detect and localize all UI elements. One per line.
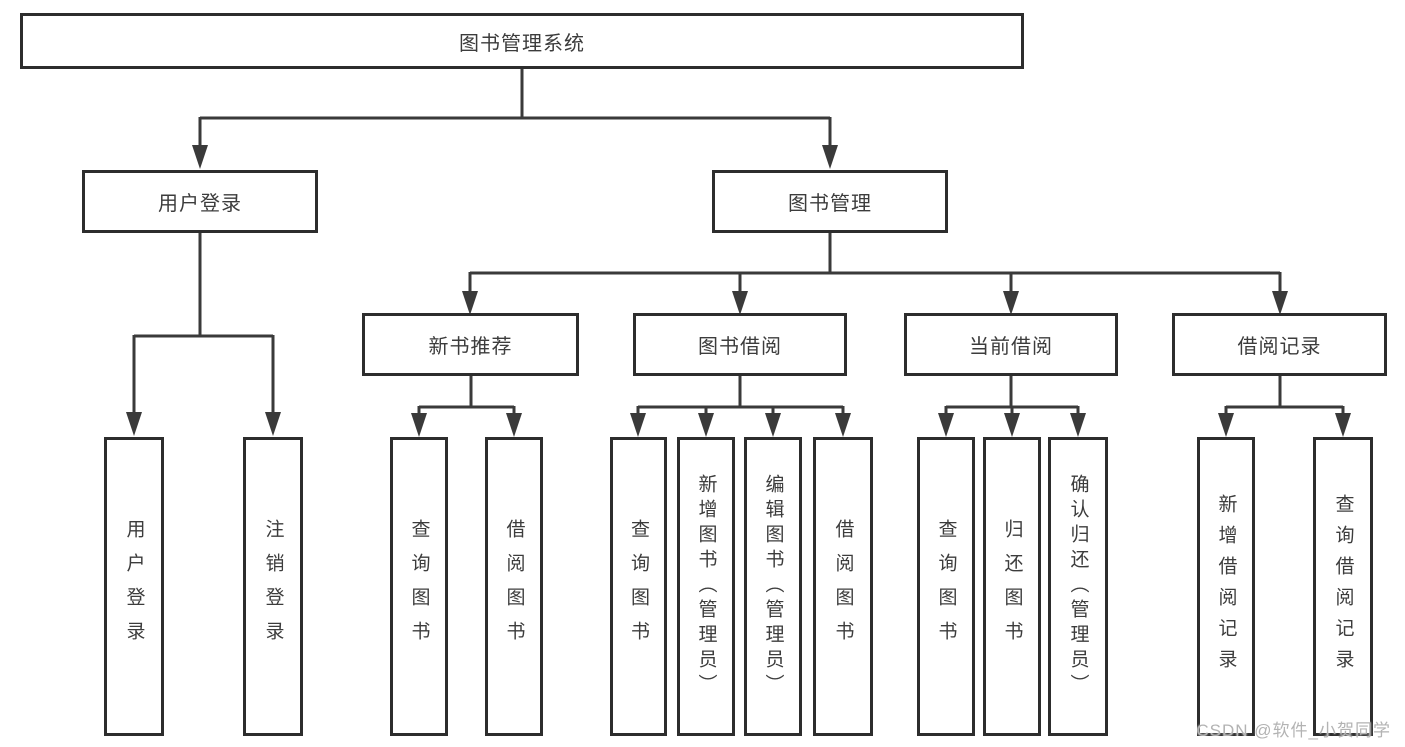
node-user-login-label: 用户登录: [158, 193, 242, 215]
connector-line: [198, 69, 832, 146]
leaf-edit-book-admin-label: 编辑图书（管理员）: [762, 474, 784, 699]
connector-records-to-leaves: [1218, 376, 1351, 437]
node-book-management-label: 图书管理: [788, 193, 872, 215]
leaf-query-book-recommend-label: 查询图书: [408, 518, 430, 655]
arrowhead-icon: [265, 412, 281, 436]
node-root: 图书管理系统: [20, 13, 1024, 69]
leaf-return-book: 归还图书: [983, 437, 1041, 736]
node-root-label: 图书管理系统: [459, 32, 585, 55]
leaf-query-book-current-label: 查询图书: [935, 518, 957, 655]
leaf-query-borrow-record: 查询借阅记录: [1313, 437, 1373, 736]
leaf-borrow-book: 借阅图书: [813, 437, 873, 736]
connector-borrow-to-leaves: [630, 376, 851, 437]
arrowhead-icon: [126, 412, 142, 436]
arrowhead-icon: [822, 145, 838, 169]
node-new-book-recommend: 新书推荐: [362, 313, 579, 376]
arrowhead-icon: [1272, 291, 1288, 315]
connector-line: [1224, 376, 1345, 414]
arrowhead-icon: [765, 413, 781, 437]
connector-userlogin-to-leaves: [126, 233, 281, 436]
arrowhead-icon: [630, 413, 646, 437]
leaf-confirm-return-admin: 确认归还（管理员）: [1048, 437, 1108, 736]
connector-line: [132, 233, 275, 413]
arrowhead-icon: [938, 413, 954, 437]
node-book-management: 图书管理: [712, 170, 948, 233]
leaf-borrow-book-recommend: 借阅图书: [485, 437, 543, 736]
leaf-user-login-label: 用户登录: [123, 518, 145, 655]
connector-root-to-level2: [192, 69, 838, 169]
leaf-logout: 注销登录: [243, 437, 303, 736]
leaf-confirm-return-admin-label: 确认归还（管理员）: [1067, 474, 1089, 699]
connector-line: [944, 376, 1080, 414]
connector-current-to-leaves: [938, 376, 1086, 437]
connector-recommend-to-leaves: [411, 376, 522, 437]
node-book-borrow-label: 图书借阅: [698, 336, 782, 358]
arrowhead-icon: [1003, 291, 1019, 315]
leaf-edit-book-admin: 编辑图书（管理员）: [744, 437, 802, 736]
arrowhead-icon: [506, 413, 522, 437]
arrowhead-icon: [1070, 413, 1086, 437]
leaf-query-book-borrow-label: 查询图书: [628, 518, 649, 655]
leaf-logout-label: 注销登录: [262, 518, 284, 655]
connector-line: [468, 233, 1282, 292]
node-new-book-recommend-label: 新书推荐: [428, 336, 513, 358]
arrowhead-icon: [462, 291, 478, 315]
node-book-borrow: 图书借阅: [633, 313, 847, 376]
connector-bookmgmt-to-level3: [462, 233, 1288, 315]
arrowhead-icon: [411, 413, 427, 437]
leaf-query-borrow-record-label: 查询借阅记录: [1332, 493, 1354, 680]
arrowhead-icon: [732, 291, 748, 315]
leaf-borrow-book-label: 借阅图书: [832, 518, 854, 655]
node-borrow-records-label: 借阅记录: [1237, 336, 1322, 358]
csdn-watermark: CSDN @软件_小贺同学: [1196, 721, 1391, 740]
arrowhead-icon: [1218, 413, 1234, 437]
leaf-query-book-current: 查询图书: [917, 437, 975, 736]
leaf-return-book-label: 归还图书: [1001, 518, 1023, 655]
connector-line: [636, 376, 845, 414]
node-borrow-records: 借阅记录: [1172, 313, 1387, 376]
leaf-query-book-recommend: 查询图书: [390, 437, 448, 736]
leaf-add-book-admin-label: 新增图书（管理员）: [695, 474, 717, 699]
arrowhead-icon: [192, 145, 208, 169]
leaf-user-login: 用户登录: [104, 437, 164, 736]
leaf-add-borrow-record-label: 新增借阅记录: [1215, 493, 1237, 680]
leaf-add-borrow-record: 新增借阅记录: [1197, 437, 1255, 736]
leaf-add-book-admin: 新增图书（管理员）: [677, 437, 735, 736]
arrowhead-icon: [1335, 413, 1351, 437]
connector-line: [417, 376, 516, 414]
arrowhead-icon: [698, 413, 714, 437]
arrowhead-icon: [1004, 413, 1020, 437]
node-user-login: 用户登录: [82, 170, 318, 233]
node-current-borrow: 当前借阅: [904, 313, 1118, 376]
leaf-borrow-book-recommend-label: 借阅图书: [503, 518, 525, 655]
arrowhead-icon: [835, 413, 851, 437]
node-current-borrow-label: 当前借阅: [969, 336, 1053, 358]
leaf-query-book-borrow: 查询图书: [610, 437, 667, 736]
